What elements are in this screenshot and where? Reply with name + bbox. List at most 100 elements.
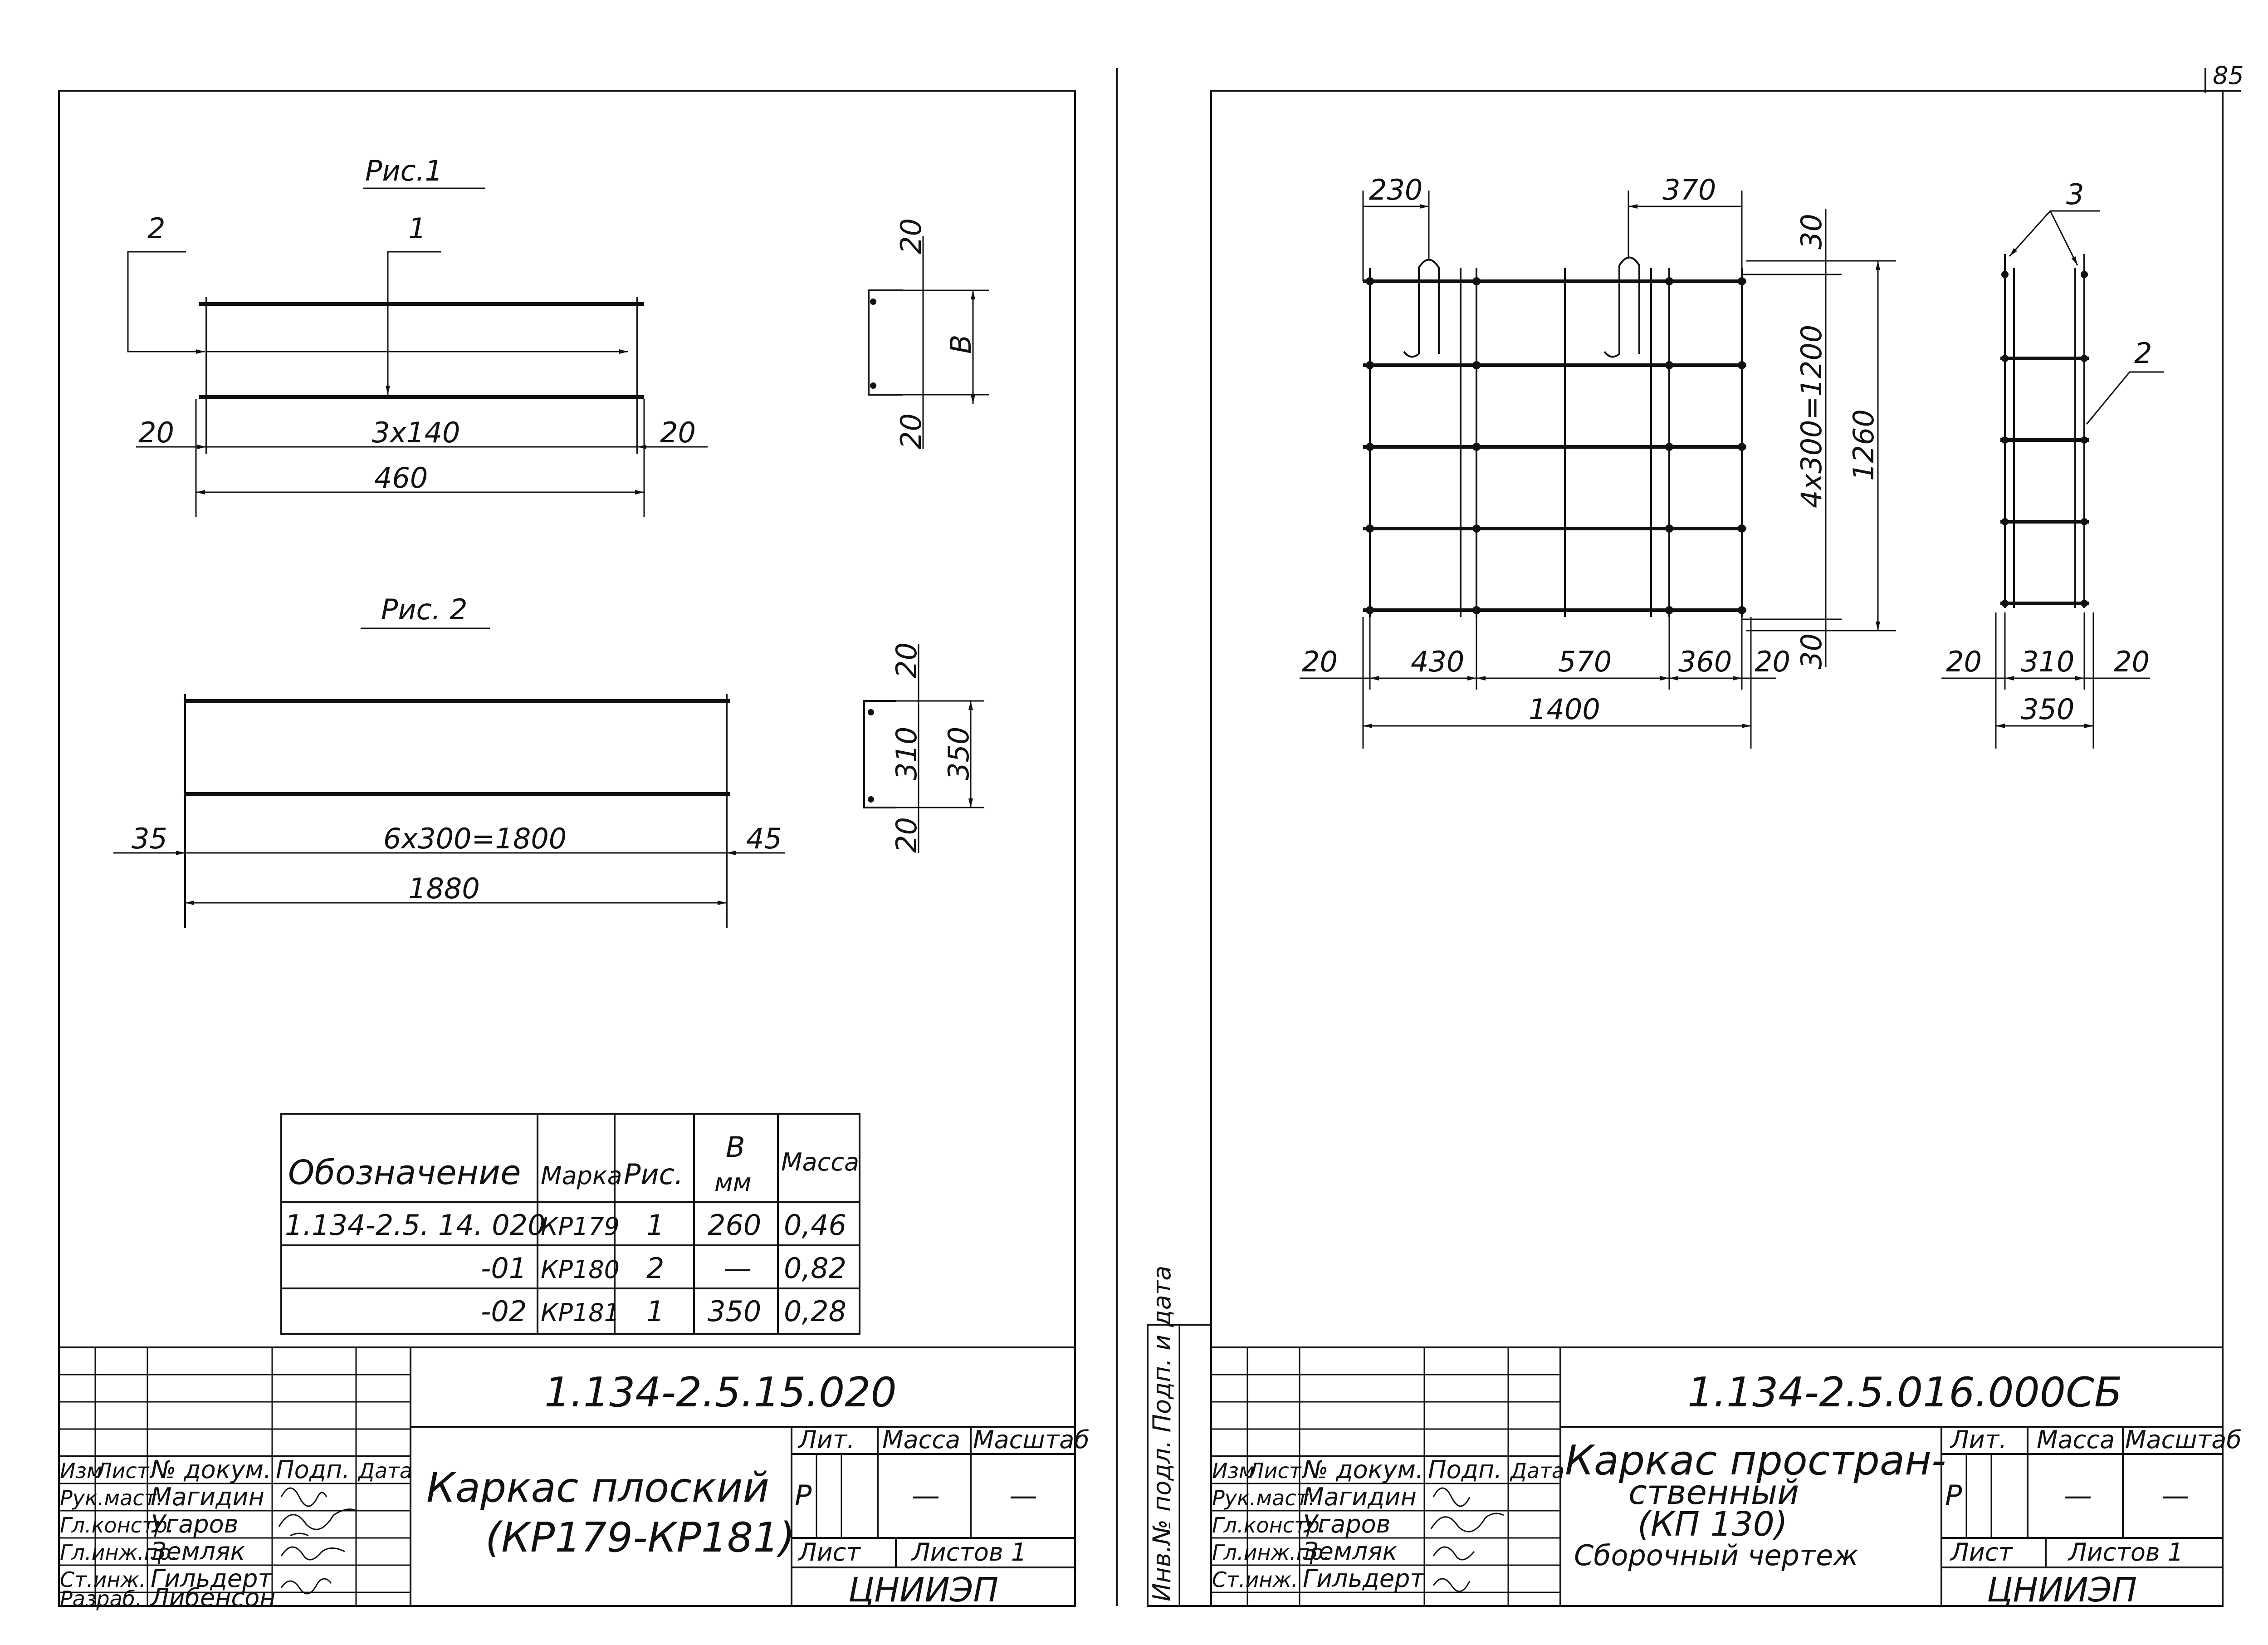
spec-table-frame: [280, 1113, 860, 1335]
side-leader-3b: [2049, 211, 2078, 266]
side-view: 3 2 20 310 20 350: [1941, 178, 2164, 749]
fig2-title: Рис. 2: [381, 593, 468, 626]
spec-r1-designation: 1.134-2.5. 14. 020: [285, 1209, 546, 1242]
rtb-lit-value: Р: [1945, 1479, 1962, 1512]
rtb-lit-label: Лит.: [1950, 1425, 2007, 1454]
rtb-hdr-sign: Подп.: [1428, 1455, 1502, 1484]
side-dim-right: 20: [2114, 645, 2150, 678]
ltb-role-1: Рук.маст.: [60, 1486, 163, 1510]
spec-header-mark: Марка: [541, 1161, 622, 1190]
front-view: 230 370 20 430 570 360 20 1400: [1300, 173, 1896, 749]
rtb-role-1: Рук.маст.: [1212, 1486, 1315, 1510]
rtb-mass-label: Масса: [2037, 1425, 2115, 1454]
rtb-role-2: Гл.констр.: [1212, 1513, 1326, 1537]
front-top-dim-1: 230: [1369, 173, 1422, 206]
front-loop-2: [1603, 256, 1640, 358]
front-top-dim-2: 370: [1662, 173, 1716, 206]
side-dim-total: 350: [2021, 693, 2074, 726]
rtb-hdr-list: Лист: [1247, 1459, 1302, 1483]
rtb-scale-value: —: [2161, 1479, 2190, 1512]
fig2-section-rod-top: [868, 709, 874, 715]
rtb-name-1: Каркас простран-: [1565, 1437, 1946, 1484]
fig1-section: 20 B 20: [868, 218, 989, 449]
fig1: Рис.1 2 1 20 3x140 20 460: [127, 154, 708, 517]
ltb-mass-label: Масса: [882, 1425, 960, 1454]
fig1-spacing: 3x140: [372, 416, 460, 449]
fig1-section-bottom: 20: [894, 413, 928, 449]
fig2: Рис. 2 35 6x300=1800 45 1880: [113, 593, 785, 928]
ltb-sheets-label: Листов 1: [911, 1538, 1026, 1567]
ltb-person-4: Гильдерт: [151, 1564, 273, 1593]
fig1-section-var: B: [944, 334, 978, 354]
front-bottom-dim-5: 20: [1755, 645, 1790, 678]
ltb-role-4: Ст.инж.: [60, 1567, 146, 1592]
front-v-total: 1260: [1847, 409, 1880, 481]
ltb-sheet-label: Лист: [797, 1538, 861, 1567]
ltb-person-5: Либенсон: [150, 1583, 276, 1612]
ltb-scale-label: Масштаб: [973, 1425, 1090, 1454]
right-sheet: 230 370 20 430 570 360 20 1400: [1147, 90, 2242, 1610]
ltb-org: ЦНИИЭП: [848, 1571, 998, 1610]
side-callout-2: 2: [2134, 337, 2152, 370]
spec-r2-designation: -01: [481, 1252, 527, 1285]
rtb-name-3: (КП 130): [1637, 1505, 1788, 1544]
right-title-block: Инв.№ подл. Подп. и дата Изм Лист № доку…: [1147, 1266, 2242, 1610]
spec-r1-fig: 1: [646, 1209, 664, 1242]
side-dim-left: 20: [1946, 645, 1982, 678]
left-sheet: Рис.1 2 1 20 3x140 20 460: [58, 90, 1090, 1612]
fig2-total: 1880: [408, 872, 480, 905]
side-callout-3: 3: [2066, 178, 2084, 211]
spec-header-mass: Масса: [781, 1148, 859, 1176]
spec-r2-b: —: [723, 1252, 752, 1285]
rtb-sheet-label: Лист: [1950, 1538, 2013, 1567]
ltb-hdr-sign: Подп.: [276, 1455, 350, 1484]
rtb-scale-label: Масштаб: [2125, 1425, 2242, 1454]
front-v-bottom: 30: [1795, 633, 1828, 669]
ltb-hdr-list: Лист: [95, 1459, 150, 1483]
side-leader-3a: [2009, 210, 2051, 257]
side-joints: [2001, 271, 2088, 607]
ltb-lit-value: Р: [795, 1479, 812, 1512]
rtb-name-4: Сборочный чертеж: [1574, 1539, 1858, 1572]
fig2-section-outer: 350: [942, 727, 975, 780]
front-joints: [1366, 277, 1746, 614]
front-bottom-dim-2: 430: [1411, 645, 1464, 678]
rtb-hdr-izm: Изм: [1212, 1459, 1255, 1483]
ltb-name-2: (КР179-КР181): [485, 1514, 795, 1562]
spec-header-designation: Обозначение: [288, 1153, 521, 1192]
front-loop-1: [1403, 259, 1440, 358]
side-leader-2: [2086, 371, 2164, 425]
rtb-hdr-date: Дата: [1510, 1459, 1564, 1483]
fig2-edge-left: 35: [132, 822, 167, 855]
spec-table: Обозначение Марка Рис. B мм Масса 1.134-…: [280, 1113, 860, 1335]
ltb-scale-value: —: [1009, 1479, 1037, 1512]
rtb-person-3: Земляк: [1303, 1537, 1398, 1566]
spec-r2-mark: КР180: [541, 1255, 620, 1284]
ltb-role-2: Гл.констр.: [60, 1513, 174, 1537]
spec-r3-mark: КР181: [541, 1298, 620, 1327]
fig1-section-rod-bottom: [870, 382, 876, 389]
fig1-edge-right: 20: [660, 416, 696, 449]
rtb-person-1: Магидин: [1303, 1483, 1417, 1511]
rtb-hdr-doc: № докум.: [1301, 1455, 1423, 1484]
rtb-person-2: Угаров: [1303, 1510, 1391, 1538]
fig1-title: Рис.1: [365, 154, 443, 187]
rtb-side-stamp-text: Инв.№ подл. Подп. и дата: [1148, 1266, 1176, 1601]
ltb-person-2: Угаров: [151, 1510, 239, 1538]
fig2-section-rod-bottom: [868, 796, 874, 803]
left-title-block: Изм Лист № докум. Подп. Дата Рук.маст. М…: [59, 1346, 1090, 1612]
spec-r3-mass: 0,28: [784, 1295, 846, 1328]
fig1-leader-2: [127, 251, 205, 354]
fig1-total: 460: [374, 461, 428, 494]
fig2-spacing: 6x300=1800: [383, 822, 567, 855]
fig2-section-top: 20: [890, 642, 923, 678]
right-frame: [1210, 90, 2224, 1607]
rtb-signature-1: [1432, 1487, 1471, 1507]
rtb-signature-2: [1430, 1513, 1504, 1532]
ltb-code: 1.134-2.5.15.020: [544, 1369, 897, 1416]
ltb-person-1: Магидин: [151, 1483, 264, 1511]
fig2-section-bottom: 20: [890, 817, 923, 853]
front-v-top: 30: [1795, 214, 1828, 250]
rtb-sheets-label: Листов 1: [2068, 1538, 2183, 1567]
